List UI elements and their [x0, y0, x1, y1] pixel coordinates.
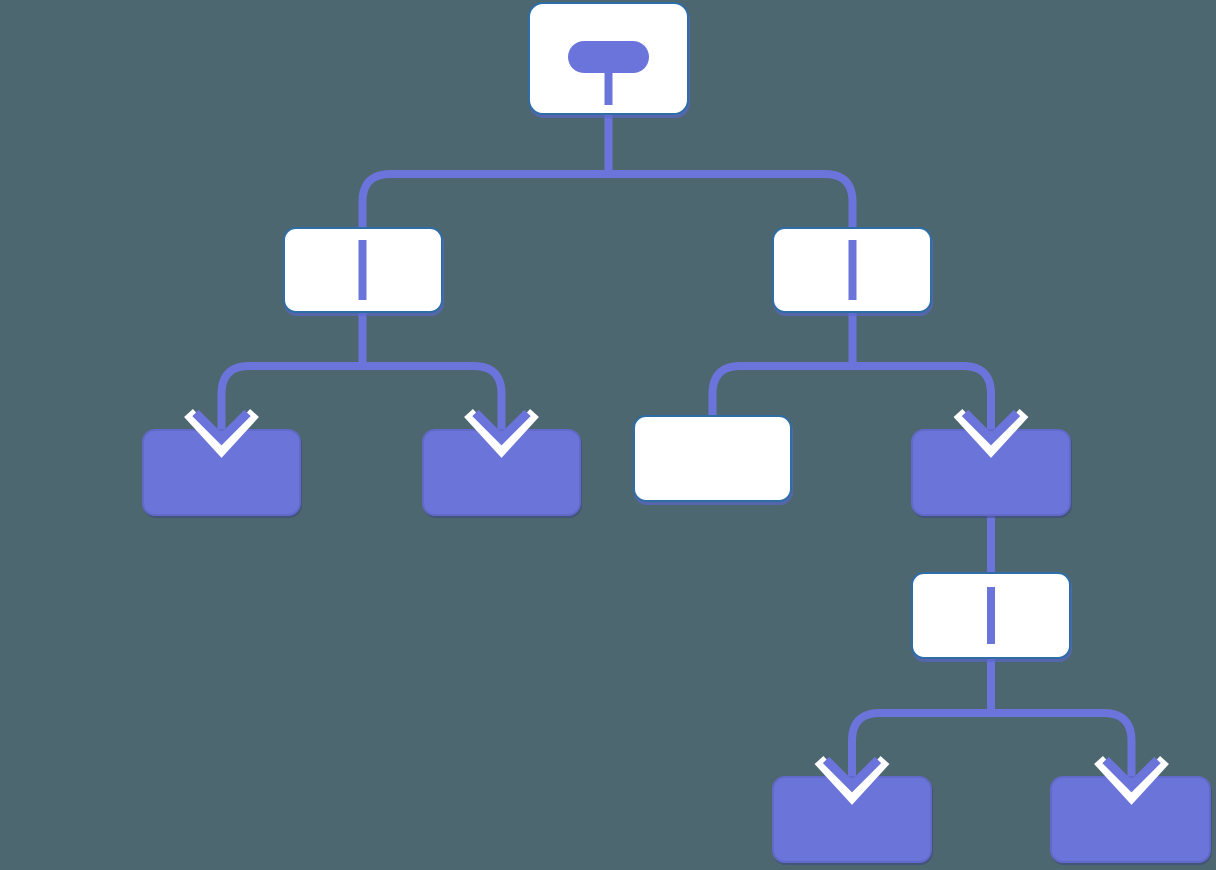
white-chevron-icon — [1094, 755, 1169, 805]
purple-arrowhead-icon — [192, 409, 251, 446]
node-leaf-5 — [1050, 776, 1211, 863]
white-chevron-icon — [464, 408, 539, 458]
chevron-down-marker-icon — [184, 408, 259, 458]
connector-branch-left-rail — [217, 362, 506, 436]
connector-bottom-rail — [848, 709, 1136, 783]
node-leaf-3 — [911, 429, 1071, 516]
white-chevron-icon — [953, 408, 1029, 458]
node-leaf-1 — [142, 429, 301, 516]
root-node-pill-icon — [568, 41, 649, 73]
purple-arrowhead-icon — [961, 409, 1021, 446]
chevron-down-marker-icon — [953, 408, 1029, 458]
white-chevron-icon — [814, 755, 890, 805]
node-leaf-4 — [772, 776, 932, 863]
connector-root-rail — [358, 170, 857, 234]
purple-arrowhead-icon — [472, 409, 531, 446]
purple-arrowhead-icon — [822, 756, 882, 793]
chevron-down-marker-icon — [814, 755, 890, 805]
chevron-down-marker-icon — [464, 408, 539, 458]
connector-branch-right-rail — [708, 362, 995, 436]
node-leaf-2 — [422, 429, 581, 516]
white-chevron-icon — [184, 408, 259, 458]
chevron-down-marker-icon — [1094, 755, 1169, 805]
node-empty-white — [633, 415, 792, 502]
purple-arrowhead-icon — [1102, 756, 1161, 793]
